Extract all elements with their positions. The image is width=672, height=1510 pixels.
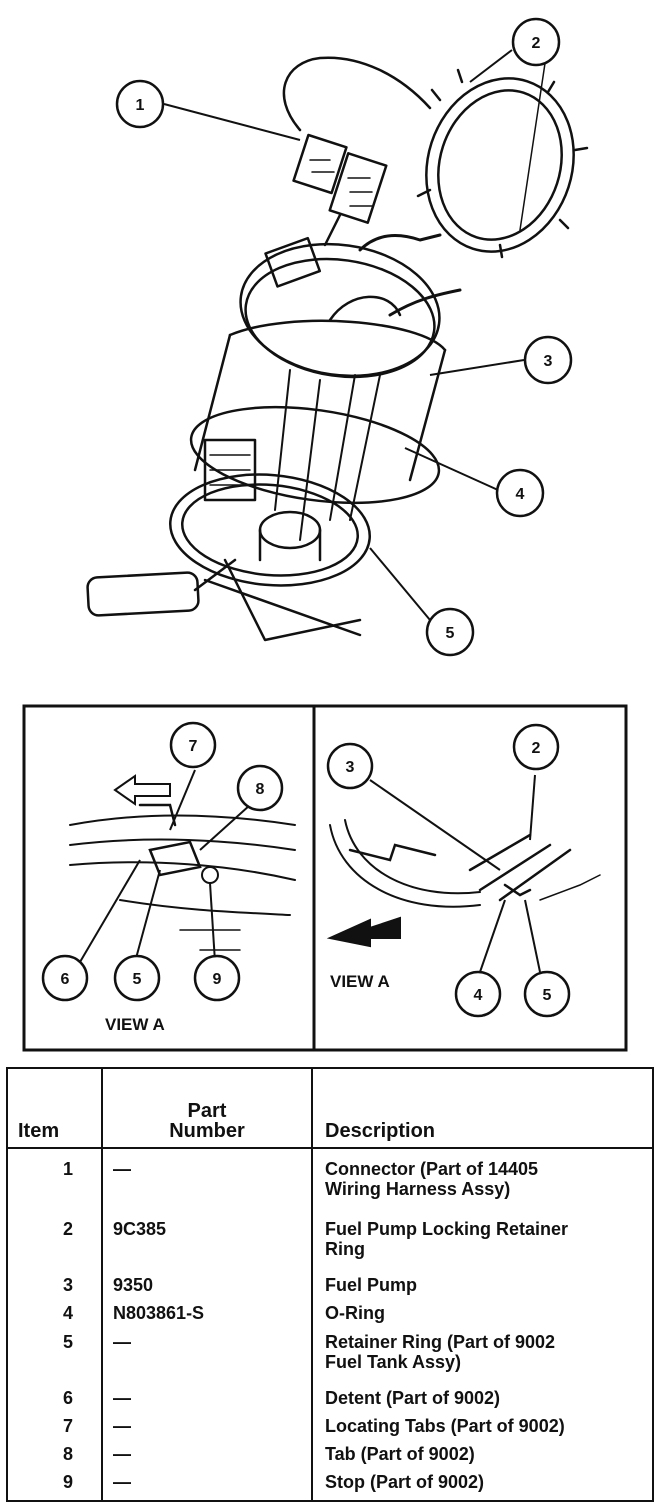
- callout-label: 2: [532, 35, 541, 52]
- cell-part-number: 9C385: [101, 1219, 313, 1276]
- cell-part-number: 9350: [101, 1275, 313, 1304]
- callout-circle: [236, 764, 284, 812]
- tank-retainer-ring: [169, 473, 371, 587]
- desc-line: Retainer Ring (Part of 9002: [325, 1331, 556, 1352]
- table-row: 6 — Detent (Part of 9002): [6, 1387, 654, 1416]
- callout-circle: [326, 742, 374, 790]
- callout-label: 5: [133, 971, 142, 988]
- fuel-pump-assembly: [189, 319, 447, 562]
- table-row: 4 N803861-S O-Ring: [6, 1303, 654, 1332]
- header-description: Description: [311, 1067, 654, 1149]
- callout-circle: [41, 954, 89, 1002]
- cell-description: Stop (Part of 9002): [311, 1471, 654, 1503]
- parts-table: Item Part Number Description 1 — Connect…: [6, 1067, 654, 1503]
- callout-circle: [193, 954, 241, 1002]
- right-detail-drawing: [326, 819, 601, 948]
- callout-circle: [454, 970, 502, 1018]
- detail-views-panel: 7 8 6 5 9 VIEW A 3 2 4 5 VIEW A: [22, 704, 628, 1052]
- callout-label: 4: [516, 486, 525, 503]
- cell-part-number: —: [101, 1415, 313, 1444]
- cell-item: 5: [6, 1331, 103, 1388]
- callout-circle: [113, 954, 161, 1002]
- header-part-number: Part Number: [101, 1067, 313, 1149]
- direction-arrow: [113, 774, 171, 806]
- exploded-view-diagram: 1 2 3 4 5: [86, 17, 589, 657]
- callout-circle: [495, 468, 545, 518]
- callout-label: 3: [544, 353, 553, 370]
- locking-retainer-ring: [416, 29, 589, 259]
- callout-label: 9: [213, 971, 222, 988]
- view-a-label-left: VIEW A: [105, 1015, 165, 1034]
- table-row: 9 — Stop (Part of 9002): [6, 1471, 654, 1503]
- callout-circle: [511, 17, 561, 67]
- cell-description: Connector (Part of 14405 Wiring Harness …: [311, 1148, 654, 1220]
- callout-circle: [523, 970, 571, 1018]
- left-detail-drawing: [69, 774, 296, 951]
- table-row: 1 — Connector (Part of 14405 Wiring Harn…: [6, 1148, 654, 1220]
- desc-line: Connector (Part of 14405: [325, 1159, 539, 1179]
- cell-description: Retainer Ring (Part of 9002 Fuel Tank As…: [311, 1331, 654, 1388]
- cell-description: Fuel Pump: [311, 1275, 654, 1304]
- desc-line: Wiring Harness Assy): [325, 1179, 511, 1199]
- cell-item: 6: [6, 1387, 103, 1416]
- cell-item: 9: [6, 1471, 103, 1503]
- table-row: 7 — Locating Tabs (Part of 9002): [6, 1415, 654, 1444]
- desc-line: Fuel Tank Assy): [325, 1351, 462, 1372]
- table-row: 3 9350 Fuel Pump: [6, 1275, 654, 1304]
- callout-label: 3: [346, 759, 355, 776]
- cell-description: Fuel Pump Locking Retainer Ring: [311, 1219, 654, 1276]
- callout-label: 1: [136, 97, 145, 114]
- callout-circle: [169, 721, 217, 769]
- cell-item: 8: [6, 1443, 103, 1472]
- callout-label: 8: [256, 781, 265, 798]
- callout-circle: [115, 79, 165, 129]
- wiring-connector: [292, 133, 388, 247]
- harness-wire: [282, 56, 432, 132]
- cell-description: O-Ring: [311, 1303, 654, 1332]
- table-row: 2 9C385 Fuel Pump Locking Retainer Ring: [6, 1219, 654, 1276]
- callout-circle: [523, 335, 573, 385]
- table-row: 5 — Retainer Ring (Part of 9002 Fuel Tan…: [6, 1331, 654, 1388]
- fuel-level-float: [86, 558, 362, 642]
- callout-label: 4: [474, 987, 483, 1004]
- callout-label: 5: [446, 625, 455, 642]
- cell-item: 7: [6, 1415, 103, 1444]
- cell-item: 1: [6, 1148, 103, 1220]
- callout-label: 7: [189, 738, 198, 755]
- cell-description: Tab (Part of 9002): [311, 1443, 654, 1472]
- desc-line: Ring: [325, 1239, 365, 1260]
- cell-part-number: —: [101, 1471, 313, 1503]
- cell-description: Locating Tabs (Part of 9002): [311, 1415, 654, 1444]
- callout-circle: [425, 607, 475, 657]
- callout-label: 6: [61, 971, 70, 988]
- view-a-label-right: VIEW A: [330, 972, 390, 991]
- header-part-line1: Part: [187, 1100, 227, 1122]
- header-item: Item: [6, 1067, 103, 1149]
- cell-item: 3: [6, 1275, 103, 1304]
- desc-line: Fuel Pump Locking Retainer: [325, 1219, 569, 1240]
- callout-circle: [512, 723, 560, 771]
- header-part-line2: Number: [169, 1120, 245, 1142]
- cell-part-number: —: [101, 1148, 313, 1220]
- cell-item: 4: [6, 1303, 103, 1332]
- callout-label: 2: [532, 740, 541, 757]
- cell-part-number: —: [101, 1387, 313, 1416]
- table-row: 8 — Tab (Part of 9002): [6, 1443, 654, 1472]
- cell-part-number: —: [101, 1331, 313, 1388]
- cell-part-number: —: [101, 1443, 313, 1472]
- cell-item: 2: [6, 1219, 103, 1276]
- view-direction-arrow: [326, 916, 401, 948]
- exploded-callouts: [115, 17, 573, 657]
- cell-part-number: N803861-S: [101, 1303, 313, 1332]
- callout-label: 5: [543, 987, 552, 1004]
- pump-flange: [239, 233, 462, 379]
- table-header-row: Item Part Number Description: [6, 1067, 654, 1149]
- cell-description: Detent (Part of 9002): [311, 1387, 654, 1416]
